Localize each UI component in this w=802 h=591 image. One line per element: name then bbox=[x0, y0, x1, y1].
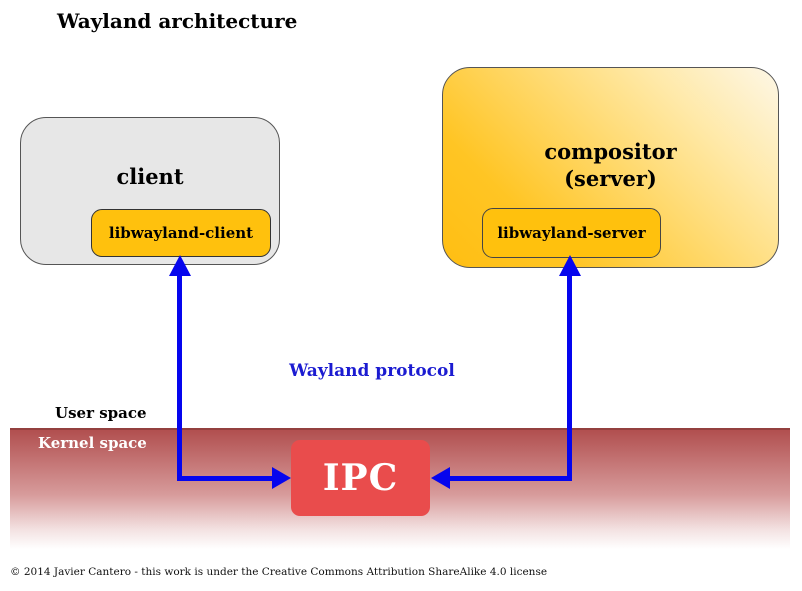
user-space-label: User space bbox=[55, 404, 147, 422]
libwayland-client-label: libwayland-client bbox=[108, 224, 254, 242]
compositor-box: compositor (server) libwayland-server bbox=[442, 67, 779, 268]
arrow-horizontal-line bbox=[177, 476, 273, 481]
footer-license: © 2014 Javier Cantero - this work is und… bbox=[10, 566, 548, 578]
libwayland-client-box: libwayland-client bbox=[91, 209, 271, 257]
kernel-space-label: Kernel space bbox=[38, 434, 147, 452]
arrow-vertical-line bbox=[177, 272, 182, 481]
client-box: client libwayland-client bbox=[20, 117, 280, 265]
ipc-box: IPC bbox=[291, 440, 430, 516]
compositor-label: compositor (server) bbox=[443, 138, 778, 192]
arrowhead-up-icon bbox=[169, 255, 191, 276]
compositor-label-line2: (server) bbox=[564, 166, 657, 191]
compositor-label-line1: compositor bbox=[544, 139, 677, 164]
wayland-protocol-label: Wayland protocol bbox=[289, 361, 455, 381]
arrow-vertical-line bbox=[567, 272, 572, 481]
libwayland-server-label: libwayland-server bbox=[497, 224, 646, 242]
ipc-label: IPC bbox=[322, 457, 399, 499]
arrowhead-up-icon bbox=[559, 255, 581, 276]
arrow-horizontal-line bbox=[450, 476, 572, 481]
arrowhead-left-icon bbox=[431, 467, 450, 489]
diagram-title: Wayland architecture bbox=[57, 9, 298, 33]
arrowhead-right-icon bbox=[272, 467, 291, 489]
client-label: client bbox=[116, 164, 184, 189]
libwayland-server-box: libwayland-server bbox=[482, 208, 661, 258]
